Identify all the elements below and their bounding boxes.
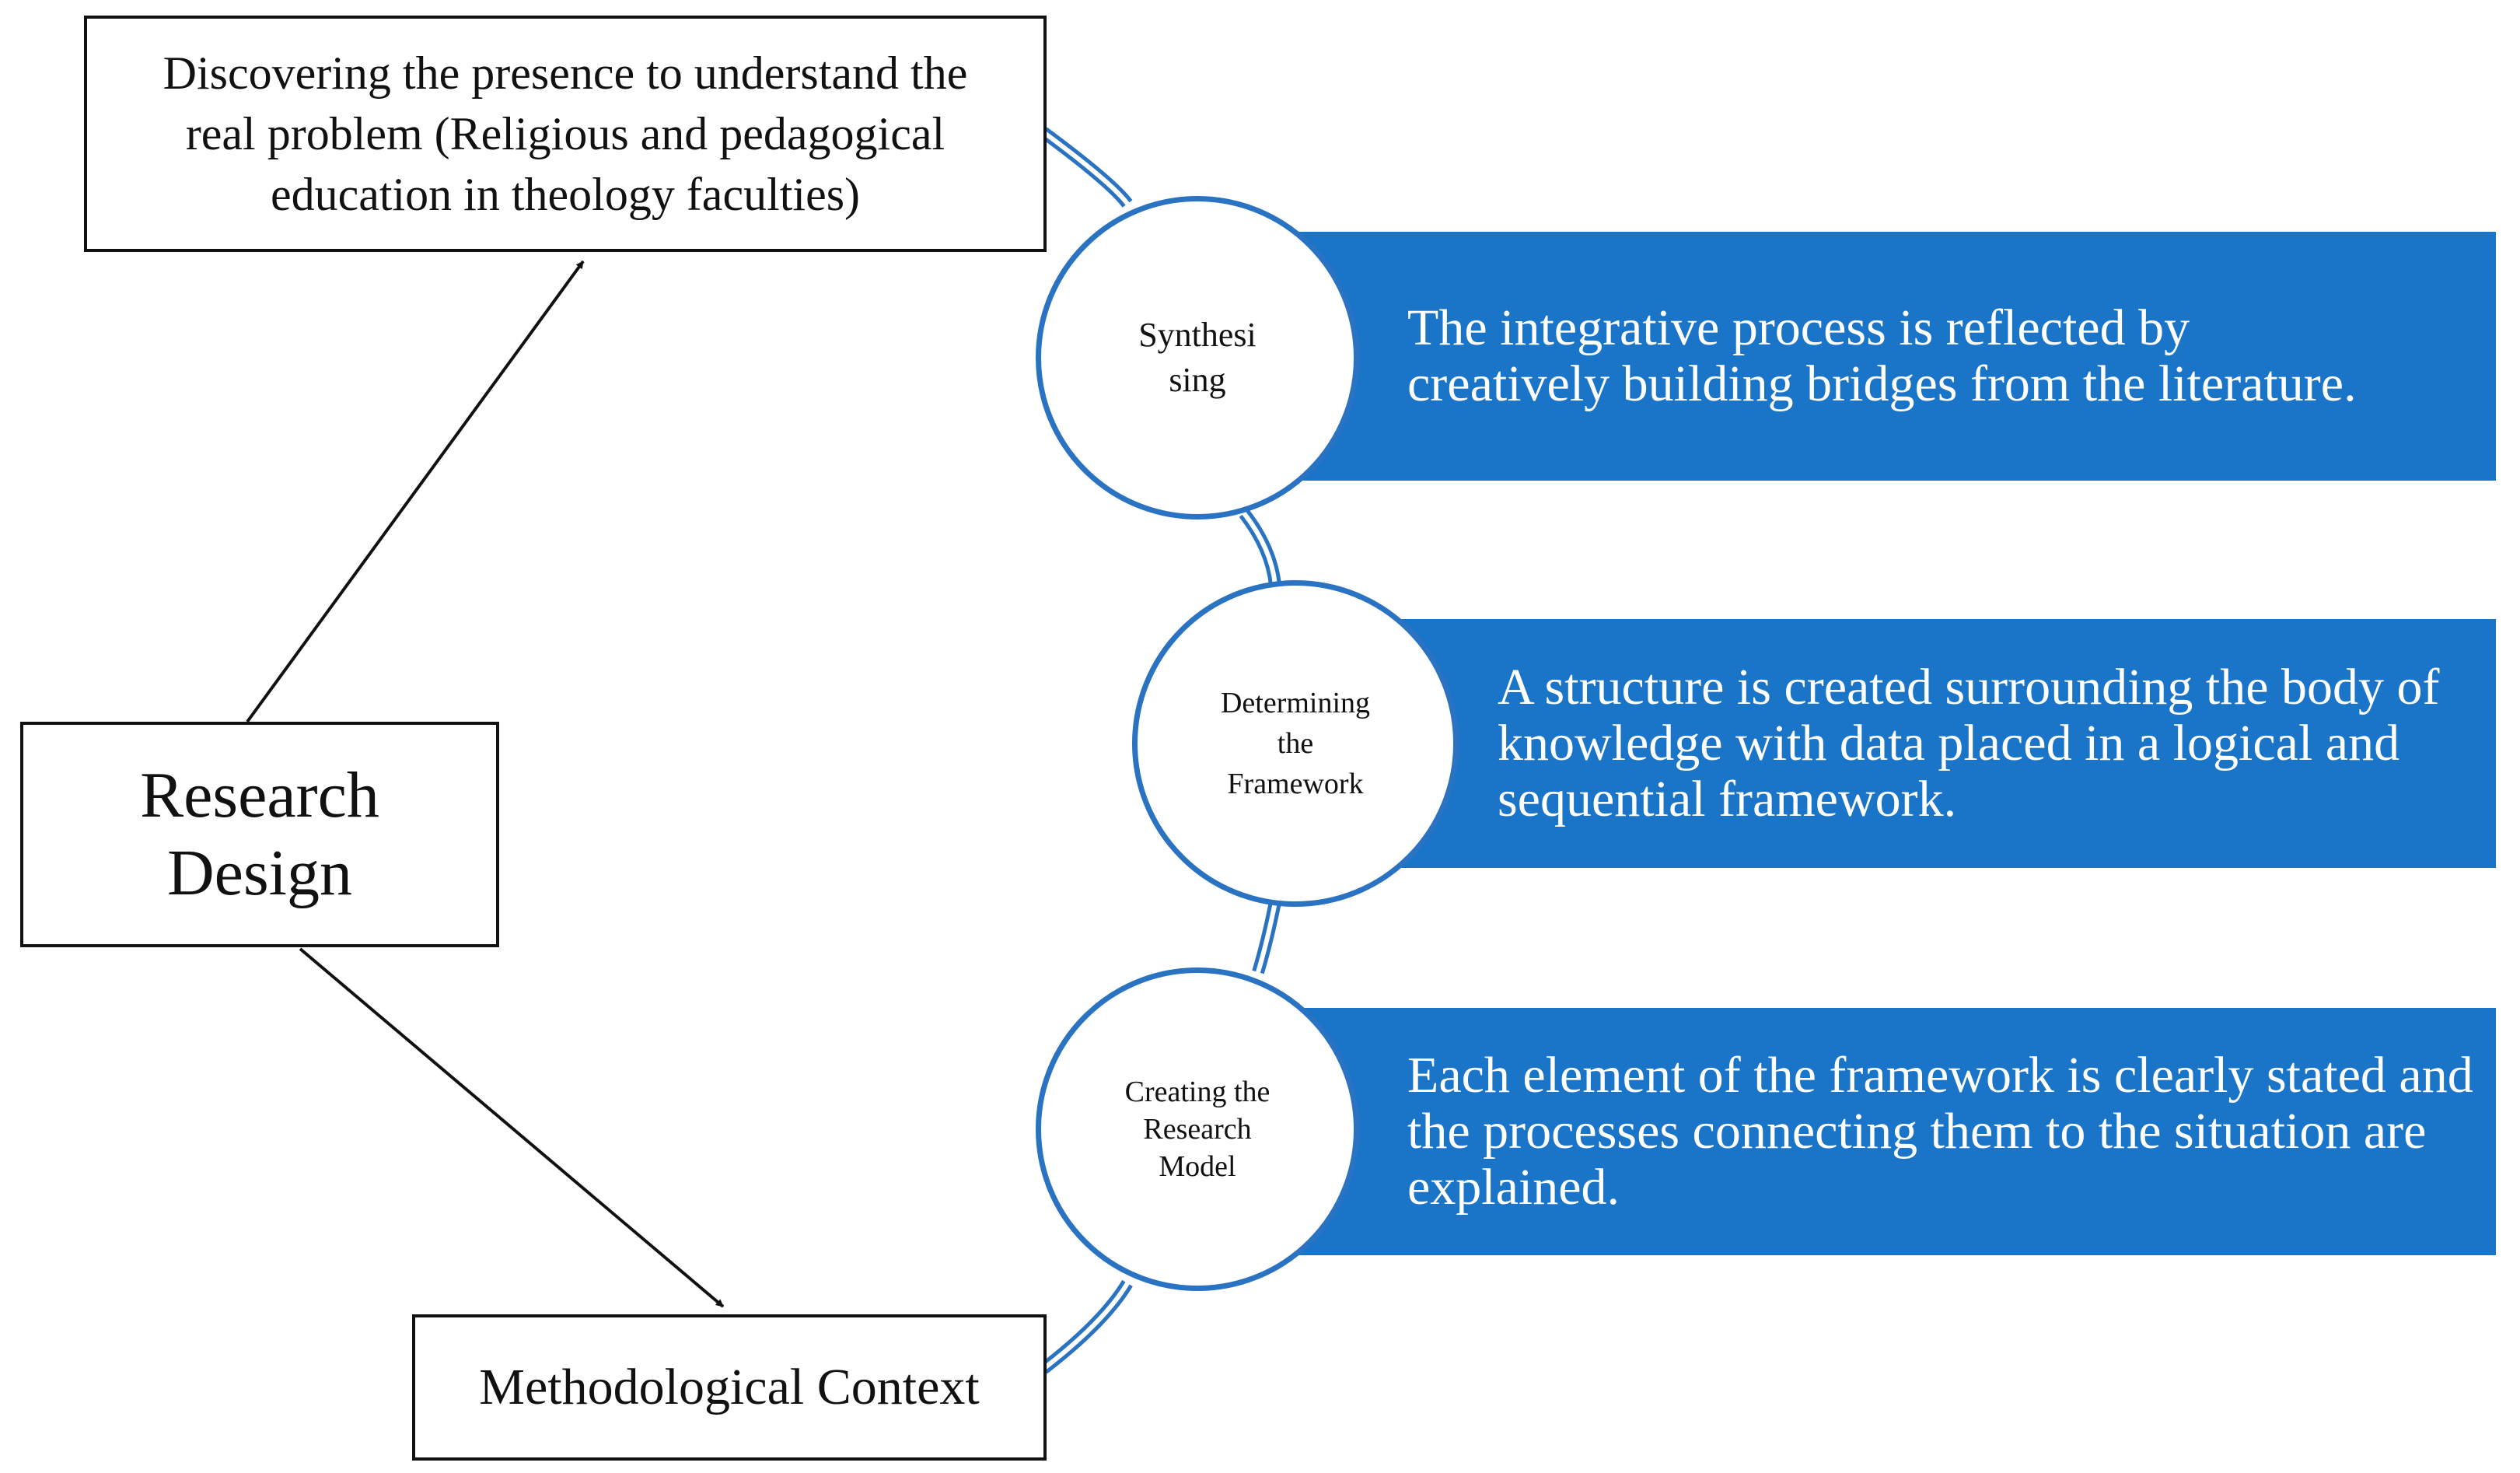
research-design-text: Research Design bbox=[140, 759, 379, 909]
research-design-box: Research Design bbox=[20, 722, 499, 947]
methodological-context-box: Methodological Context bbox=[412, 1314, 1047, 1461]
problem-box-text: Discovering the presence to understand t… bbox=[163, 47, 968, 220]
arrow-to-top-box bbox=[246, 260, 585, 723]
step-3-description-band: Each element of the framework is clearly… bbox=[1275, 1008, 2496, 1255]
step-2-description-band: A structure is created surrounding the b… bbox=[1400, 619, 2496, 868]
arrow-to-methodological-context bbox=[299, 947, 725, 1308]
problem-box: Discovering the presence to understand t… bbox=[84, 16, 1047, 252]
step-1-description: The integrative process is reflected by … bbox=[1407, 299, 2357, 412]
step-3-description: Each element of the framework is clearly… bbox=[1407, 1047, 2473, 1216]
step-3-label: Creating the Research Model bbox=[1124, 1076, 1270, 1183]
step-1-label: Synthesi sing bbox=[1138, 316, 1257, 399]
step-1-description-band: The integrative process is reflected by … bbox=[1275, 232, 2496, 481]
step-2-description: A structure is created surrounding the b… bbox=[1498, 659, 2440, 827]
step-3-circle: Creating the Research Model bbox=[1036, 967, 1359, 1291]
methodological-context-text: Methodological Context bbox=[479, 1359, 980, 1415]
step-2-circle: Determining the Framework bbox=[1132, 580, 1459, 907]
step-2-label: Determining the Framework bbox=[1220, 687, 1371, 800]
timeline-connector bbox=[1040, 127, 1281, 1374]
step-1-circle: Synthesi sing bbox=[1036, 196, 1359, 520]
